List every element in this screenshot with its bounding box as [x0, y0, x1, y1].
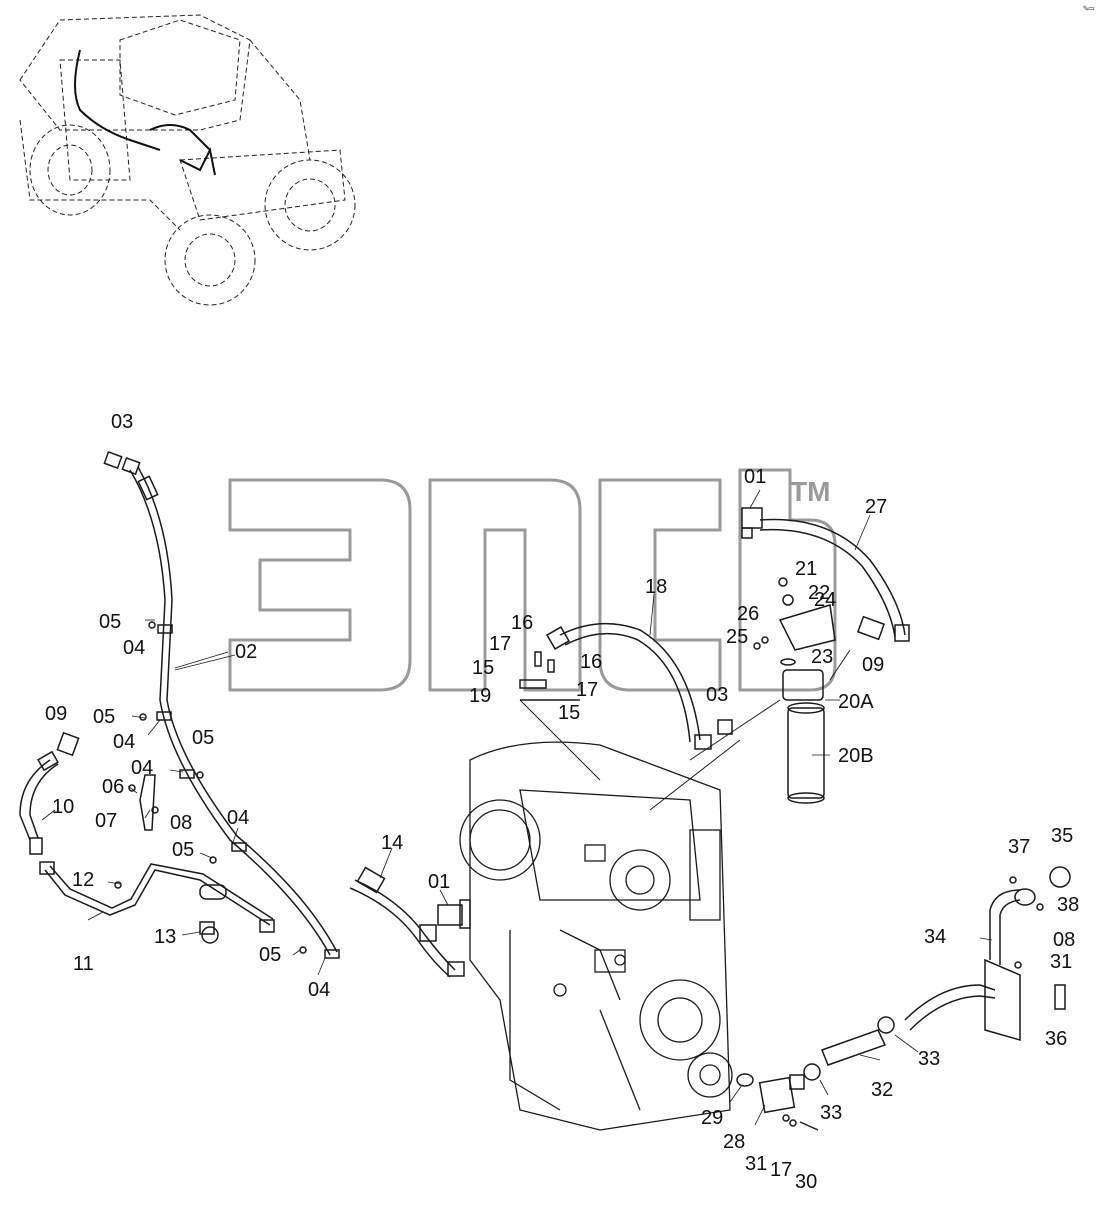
callout-05: 05 — [172, 839, 195, 861]
callout-29: 29 — [701, 1107, 724, 1129]
leader-lines — [519, 649, 851, 811]
callout-05: 05 — [99, 611, 122, 633]
callout-05: 05 — [259, 944, 282, 966]
callout-21: 21 — [795, 558, 818, 580]
callout-09: 09 — [862, 654, 885, 676]
watermark-tm: TM — [790, 476, 831, 507]
callout-12: 12 — [72, 869, 95, 891]
callout-18: 18 — [645, 576, 668, 598]
callout-33: 33 — [820, 1102, 843, 1124]
callout-34: 34 — [924, 926, 947, 948]
callout-17: 17 — [770, 1159, 793, 1181]
cooler-line — [736, 866, 1071, 1131]
bracket-07 — [139, 774, 156, 831]
callout-15: 15 — [472, 657, 495, 679]
machine-overview-harness — [74, 49, 216, 176]
parts-15-17 — [519, 651, 580, 701]
callout-08: 08 — [170, 812, 193, 834]
hose-18 — [546, 622, 733, 750]
hose-27 — [741, 507, 910, 642]
fitting-01-left — [437, 899, 471, 929]
hose-02 — [129, 466, 338, 956]
callout-38: 38 — [1057, 894, 1080, 916]
callout-31: 31 — [745, 1153, 768, 1175]
clips-04 — [114, 621, 340, 959]
callout-07: 07 — [95, 810, 118, 832]
callout-04: 04 — [131, 757, 154, 779]
callout-17: 17 — [489, 633, 512, 655]
callout-15: 15 — [558, 702, 581, 724]
hose-14 — [349, 866, 465, 978]
callout-03: 03 — [706, 684, 729, 706]
callout-16: 16 — [580, 651, 603, 673]
filter-assembly — [753, 577, 836, 804]
callout-33: 33 — [918, 1048, 941, 1070]
callout-04: 04 — [113, 731, 136, 753]
callout-30: 30 — [795, 1171, 818, 1193]
callout-04: 04 — [227, 807, 250, 829]
callout-14: 14 — [381, 832, 404, 854]
callout-22: 22 — [808, 582, 831, 604]
callout-10: 10 — [52, 796, 75, 818]
callout-16: 16 — [511, 612, 534, 634]
machine-overview — [19, 14, 356, 306]
callout-06: 06 — [102, 776, 125, 798]
callout-37: 37 — [1008, 836, 1031, 858]
callout-02: 02 — [235, 641, 258, 663]
callout-11: 11 — [73, 953, 94, 975]
callout-25: 25 — [726, 626, 749, 648]
callout-35: 35 — [1051, 825, 1074, 847]
callout-19: 19 — [469, 685, 492, 707]
label-leaders — [41, 489, 993, 1126]
callout-23: 23 — [811, 646, 834, 668]
callout-04: 04 — [308, 979, 331, 1001]
callout-04: 04 — [123, 637, 146, 659]
callout-03: 03 — [111, 411, 134, 433]
transmission — [459, 741, 733, 1131]
callout-28: 28 — [723, 1131, 746, 1153]
corner-mark: ✎▭ — [1083, 4, 1094, 14]
callout-36: 36 — [1045, 1028, 1068, 1050]
callout-20B: 20B — [838, 745, 874, 767]
callout-17: 17 — [576, 679, 599, 701]
fitting-03-top — [103, 451, 159, 501]
callout-32: 32 — [871, 1079, 894, 1101]
callout-01: 01 — [428, 871, 451, 893]
callout-20A: 20A — [838, 691, 874, 713]
callout-09: 09 — [45, 703, 68, 725]
callout-05: 05 — [192, 727, 215, 749]
hose-10 — [19, 731, 80, 855]
callout-05: 05 — [93, 706, 116, 728]
watermark-logo — [228, 468, 837, 692]
callout-01: 01 — [744, 466, 767, 488]
callout-27: 27 — [865, 496, 888, 518]
callout-24: 24 — [814, 589, 837, 611]
callout-08: 08 — [1053, 929, 1076, 951]
callout-26: 26 — [737, 603, 760, 625]
callout-31: 31 — [1050, 951, 1073, 973]
callout-13: 13 — [154, 926, 177, 948]
